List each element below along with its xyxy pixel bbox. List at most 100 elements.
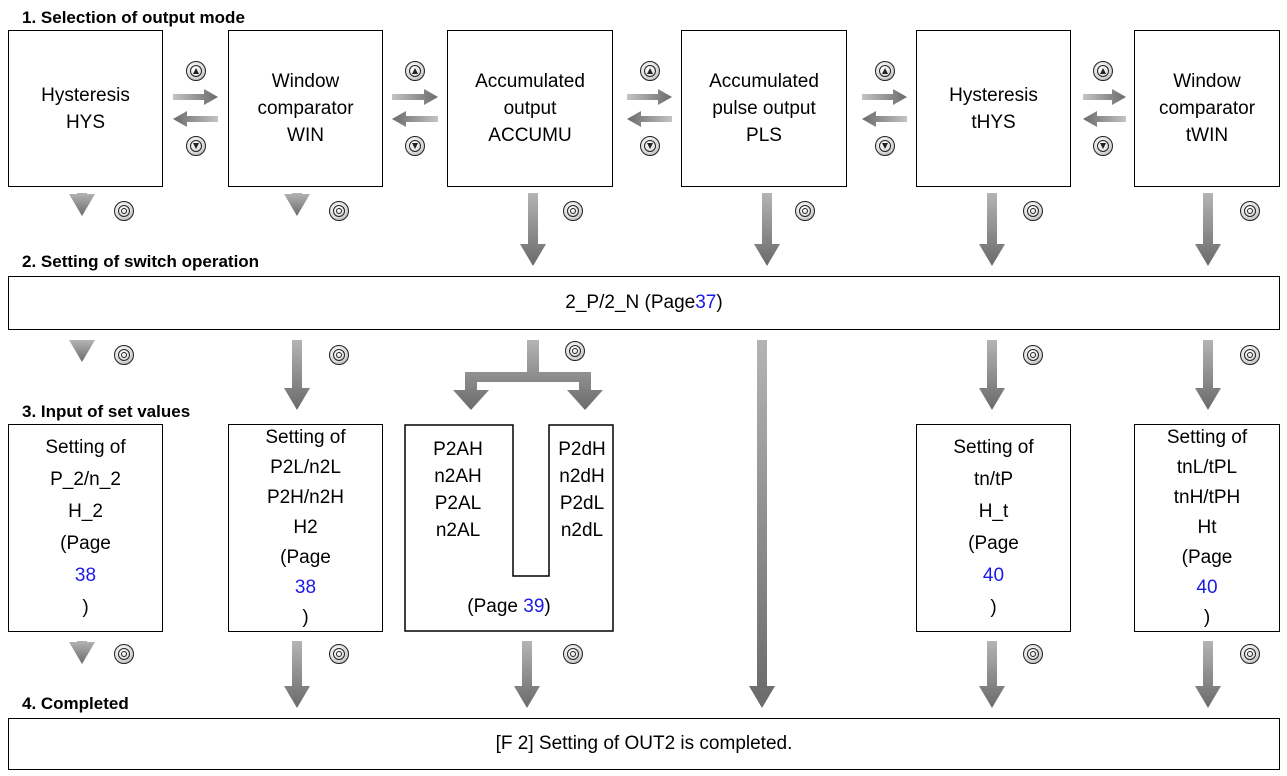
switch-operation-box: 2_P/2_N (Page 37) xyxy=(8,276,1280,330)
mode-box-twin: Window comparator tWIN xyxy=(1134,30,1280,187)
completed-text: [F 2] Setting of OUT2 is completed. xyxy=(495,733,793,754)
set-thys-page-pre: (Page xyxy=(968,533,1019,554)
mode-hys-line2: HYS xyxy=(65,111,106,133)
mode-box-thys: Hysteresis tHYS xyxy=(916,30,1071,187)
flow-arrow-down xyxy=(69,193,95,216)
set-win-page-link[interactable]: 38 xyxy=(294,577,317,598)
set-win-line1: Setting of xyxy=(265,427,346,448)
mode-pls-line2: pulse output xyxy=(712,98,816,119)
down-button-icon xyxy=(640,136,660,156)
set-box-twin: Setting of tnL/tPL tnH/tPH Ht (Page 40) xyxy=(1134,424,1280,632)
set-twin-page-post: ) xyxy=(1203,607,1211,628)
up-button-icon xyxy=(875,61,895,81)
set-hys-line3: H_2 xyxy=(68,501,103,522)
down-button-icon xyxy=(875,136,895,156)
prev-mode-arrow xyxy=(1083,111,1126,127)
set-button-icon xyxy=(795,201,815,221)
mode-box-win: Window comparator WIN xyxy=(228,30,383,187)
set-button-icon xyxy=(1023,345,1043,365)
set-thys-line2: tn/tP xyxy=(973,469,1014,490)
set-button-icon xyxy=(563,644,583,664)
flow-arrow-down xyxy=(284,340,310,410)
set-hys-page-post: ) xyxy=(82,597,89,618)
flow-arrow-down xyxy=(749,340,775,708)
set-thys-line1: Setting of xyxy=(953,437,1034,458)
mode-win-line2: comparator xyxy=(257,98,354,119)
mode-pls-line1: Accumulated xyxy=(709,71,819,92)
accum-page-ref: (Page 39) xyxy=(404,596,614,618)
flow-arrow-down xyxy=(1195,641,1221,708)
accum-page-pre: (Page xyxy=(467,596,524,617)
set-box-accum-frame xyxy=(404,424,614,632)
down-button-icon xyxy=(1093,136,1113,156)
set-twin-page-link[interactable]: 40 xyxy=(1196,577,1218,598)
accum-left-param: P2AH xyxy=(433,439,483,460)
set-twin-line3: tnH/tPH xyxy=(1173,487,1241,508)
up-button-icon xyxy=(1093,61,1113,81)
set-button-icon xyxy=(329,644,349,664)
accum-left-param: n2AL xyxy=(435,520,481,541)
accum-page-link[interactable]: 39 xyxy=(523,596,545,617)
mode-box-pls: Accumulated pulse output PLS xyxy=(681,30,847,187)
flow-arrow-down xyxy=(979,641,1005,708)
down-button-icon xyxy=(405,136,425,156)
accum-right-param: n2dH xyxy=(559,466,605,487)
section-1-heading: 1. Selection of output mode xyxy=(22,8,245,27)
up-button-icon xyxy=(405,61,425,81)
set-button-icon xyxy=(114,345,134,365)
mode-hys-line1: Hysteresis xyxy=(41,84,130,106)
set-hys-line1: Setting of xyxy=(45,437,126,458)
accum-right-param: P2dH xyxy=(558,439,606,460)
section-3-heading: 3. Input of set values xyxy=(22,402,191,421)
mode-accumu-line3: ACCUMU xyxy=(488,125,572,146)
mode-accumu-line1: Accumulated xyxy=(475,71,585,92)
set-win-line3: P2H/n2H xyxy=(266,487,345,508)
next-mode-arrow xyxy=(173,89,218,105)
set-button-icon xyxy=(329,201,349,221)
set-thys-line3: H_t xyxy=(978,501,1009,522)
set-button-icon xyxy=(1023,644,1043,664)
flow-arrow-down xyxy=(979,193,1005,266)
up-button-icon xyxy=(186,61,206,81)
set-hys-page-pre: (Page xyxy=(60,533,111,554)
set-box-thys: Setting of tn/tP H_t (Page 40) xyxy=(916,424,1071,632)
accum-left-param: P2AL xyxy=(434,493,482,514)
up-button-icon xyxy=(640,61,660,81)
switch-operation-page-link[interactable]: 37 xyxy=(695,292,717,313)
flow-arrow-down xyxy=(979,340,1005,410)
flow-arrow-down xyxy=(520,193,546,266)
flow-arrow-down xyxy=(69,340,95,362)
mode-thys-line1: Hysteresis xyxy=(949,84,1038,106)
accum-right-param: n2dL xyxy=(560,520,604,541)
set-button-icon xyxy=(563,201,583,221)
set-twin-page-pre: (Page xyxy=(1181,547,1233,568)
set-thys-page-post: ) xyxy=(990,597,997,618)
prev-mode-arrow xyxy=(627,111,672,127)
completed-box: [F 2] Setting of OUT2 is completed. xyxy=(8,718,1280,770)
section-2-heading: 2. Setting of switch operation xyxy=(22,252,260,271)
accum-page-post: ) xyxy=(544,596,551,617)
set-button-icon xyxy=(329,345,349,365)
set-win-page-pre: (Page xyxy=(280,547,331,568)
set-box-hys: Setting of P_2/n_2 H_2 (Page 38) xyxy=(8,424,163,632)
down-button-icon xyxy=(186,136,206,156)
set-twin-line4: Ht xyxy=(1197,517,1217,538)
set-twin-line2: tnL/tPL xyxy=(1176,457,1238,478)
set-button-icon xyxy=(565,341,585,361)
set-button-icon xyxy=(114,201,134,221)
set-win-line2: P2L/n2L xyxy=(270,457,341,478)
mode-twin-line2: comparator xyxy=(1158,98,1256,119)
set-hys-page-link[interactable]: 38 xyxy=(74,565,97,586)
prev-mode-arrow xyxy=(173,111,218,127)
switch-operation-close: ) xyxy=(716,292,723,313)
set-win-page-post: ) xyxy=(302,607,309,628)
accum-left-params: P2AH n2AH P2AL n2AL xyxy=(404,436,512,544)
set-button-icon xyxy=(1240,345,1260,365)
flow-arrow-down xyxy=(514,641,540,708)
set-button-icon xyxy=(1240,644,1260,664)
set-thys-page-link[interactable]: 40 xyxy=(982,565,1005,586)
section-4-heading: 4. Completed xyxy=(22,694,129,713)
set-win-line4: H2 xyxy=(293,517,318,538)
mode-twin-line3: tWIN xyxy=(1185,125,1229,146)
